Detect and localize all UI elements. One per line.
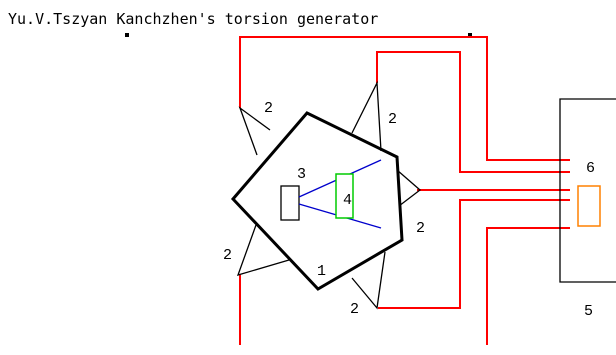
element-6-box: [577, 185, 601, 227]
label-2-top-left: 2: [264, 100, 273, 117]
label-2-right: 2: [416, 220, 425, 237]
element-4-box: [335, 173, 354, 219]
title-marker-left: [125, 33, 129, 37]
emitter-right: [396, 169, 422, 207]
label-5: 5: [584, 303, 593, 320]
emitter-top-left: [238, 106, 271, 156]
emitter-bottom-right: [351, 251, 386, 310]
label-3: 3: [297, 166, 306, 183]
diagram-title: Yu.V.Tszyan Kanchzhen's torsion generato…: [8, 10, 379, 28]
label-1: 1: [317, 263, 326, 280]
wire-top: [239, 36, 570, 161]
emitter-top-right: [351, 80, 382, 152]
emitter-bottom-left: [236, 224, 290, 276]
wire-top-right: [376, 51, 570, 173]
wire-bottom: [486, 227, 570, 345]
red-wires: [239, 36, 570, 345]
label-6: 6: [586, 160, 595, 177]
title-marker-right: [468, 33, 472, 37]
label-4: 4: [343, 192, 352, 209]
housing-5: [559, 98, 616, 283]
label-2-bottom-right: 2: [350, 301, 359, 318]
wire-bottom-right: [378, 199, 570, 309]
pentagon-resonator: [230, 111, 404, 291]
label-2-bottom-left: 2: [223, 247, 232, 264]
element-3-box: [280, 185, 300, 221]
label-2-top-right: 2: [388, 111, 397, 128]
emitters: [236, 80, 422, 310]
